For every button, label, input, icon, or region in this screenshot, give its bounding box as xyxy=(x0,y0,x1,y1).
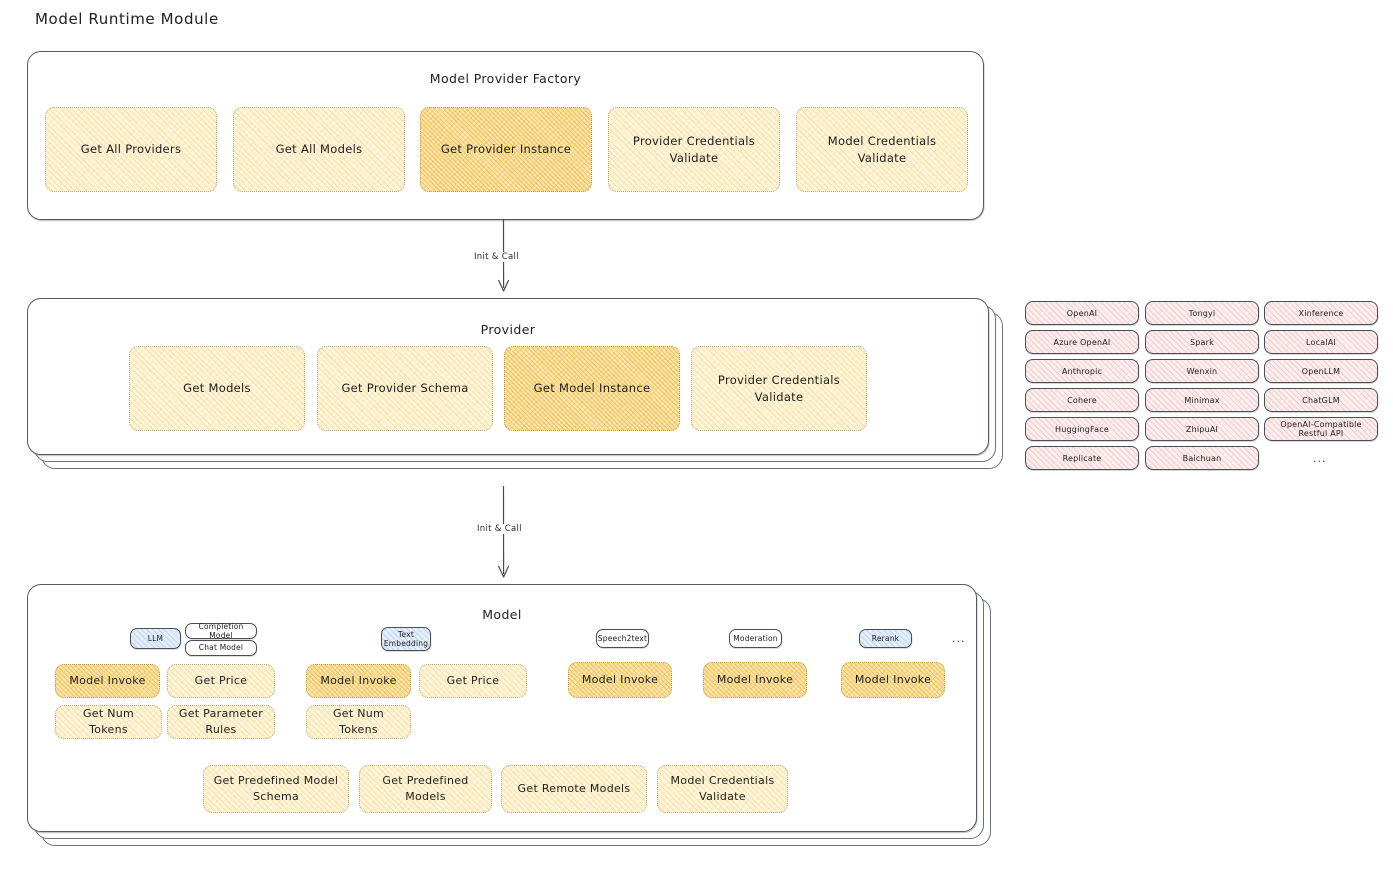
text-embedding-method-model-invoke[interactable]: Model Invoke xyxy=(306,664,411,698)
provider-chip-huggingface[interactable]: HuggingFace xyxy=(1025,417,1139,441)
model-provider-factory-title: Model Provider Factory xyxy=(429,71,582,86)
model-type-badge-speech2text[interactable]: Speech2text xyxy=(596,629,649,648)
provider-title: Provider xyxy=(480,322,536,337)
page-title: Model Runtime Module xyxy=(35,10,219,28)
rerank-method-model-invoke[interactable]: Model Invoke xyxy=(841,662,945,698)
provider-chip-minimax[interactable]: Minimax xyxy=(1145,388,1259,412)
arrow-label-init-and-call-1: Init & Call xyxy=(471,252,522,262)
arrow-provider-to-model xyxy=(497,486,510,578)
factory-item-model-credentials-validate[interactable]: Model Credentials Validate xyxy=(796,107,968,192)
factory-item-get-all-providers[interactable]: Get All Providers xyxy=(45,107,217,192)
llm-method-get-num-tokens[interactable]: Get Num Tokens xyxy=(55,705,162,739)
provider-chip-zhipuai[interactable]: ZhipuAI xyxy=(1145,417,1259,441)
provider-chip-openllm[interactable]: OpenLLM xyxy=(1264,359,1378,383)
provider-chip-chatglm[interactable]: ChatGLM xyxy=(1264,388,1378,412)
provider-chip-localai[interactable]: LocalAI xyxy=(1264,330,1378,354)
model-common-method-get-predefined-model-schema[interactable]: Get Predefined Model Schema xyxy=(203,765,349,813)
provider-chip-anthropic[interactable]: Anthropic xyxy=(1025,359,1139,383)
provider-chip-openai[interactable]: OpenAI xyxy=(1025,301,1139,325)
speech2text-method-model-invoke[interactable]: Model Invoke xyxy=(568,662,672,698)
factory-item-get-provider-instance[interactable]: Get Provider Instance xyxy=(420,107,592,192)
model-common-method-model-credentials-validate[interactable]: Model Credentials Validate xyxy=(657,765,788,813)
model-title: Model xyxy=(482,607,522,622)
llm-method-get-parameter-rules[interactable]: Get Parameter Rules xyxy=(167,705,275,739)
provider-item-get-model-instance[interactable]: Get Model Instance xyxy=(504,346,680,431)
model-types-more-ellipsis: ... xyxy=(952,632,966,645)
provider-item-provider-credentials-validate[interactable]: Provider Credentials Validate xyxy=(691,346,867,431)
model-subtype-badge-completion-model[interactable]: Completion Model xyxy=(185,622,257,640)
model-type-badge-text-embedding[interactable]: Text Embedding xyxy=(381,627,431,651)
model-common-method-get-remote-models[interactable]: Get Remote Models xyxy=(501,765,647,813)
model-common-method-get-predefined-models[interactable]: Get Predefined Models xyxy=(359,765,492,813)
text-embedding-method-get-num-tokens[interactable]: Get Num Tokens xyxy=(306,705,411,739)
moderation-method-model-invoke[interactable]: Model Invoke xyxy=(703,662,807,698)
factory-item-get-all-models[interactable]: Get All Models xyxy=(233,107,405,192)
provider-chip-openai-compatible-restful-api[interactable]: OpenAI-Compatible Restful API xyxy=(1264,417,1378,441)
provider-item-get-models[interactable]: Get Models xyxy=(129,346,305,431)
text-embedding-method-get-price[interactable]: Get Price xyxy=(419,664,527,698)
llm-method-model-invoke[interactable]: Model Invoke xyxy=(55,664,160,698)
provider-chip-replicate[interactable]: Replicate xyxy=(1025,446,1139,470)
provider-chip-cohere[interactable]: Cohere xyxy=(1025,388,1139,412)
provider-chip-wenxin[interactable]: Wenxin xyxy=(1145,359,1259,383)
provider-list-more-ellipsis: ... xyxy=(1313,452,1327,465)
provider-chip-tongyi[interactable]: Tongyi xyxy=(1145,301,1259,325)
provider-chip-spark[interactable]: Spark xyxy=(1145,330,1259,354)
model-subtype-badge-chat-model[interactable]: Chat Model xyxy=(185,640,257,656)
provider-chip-xinference[interactable]: Xinference xyxy=(1264,301,1378,325)
arrow-label-init-and-call-2: Init & Call xyxy=(474,524,525,534)
model-type-badge-moderation[interactable]: Moderation xyxy=(729,629,782,648)
llm-method-get-price[interactable]: Get Price xyxy=(167,664,275,698)
provider-item-get-provider-schema[interactable]: Get Provider Schema xyxy=(317,346,493,431)
model-type-badge-llm[interactable]: LLM xyxy=(130,628,181,649)
provider-chip-azure-openai[interactable]: Azure OpenAI xyxy=(1025,330,1139,354)
factory-item-provider-credentials-validate[interactable]: Provider Credentials Validate xyxy=(608,107,780,192)
provider-chip-baichuan[interactable]: Baichuan xyxy=(1145,446,1259,470)
model-type-badge-rerank[interactable]: Rerank xyxy=(859,629,912,648)
